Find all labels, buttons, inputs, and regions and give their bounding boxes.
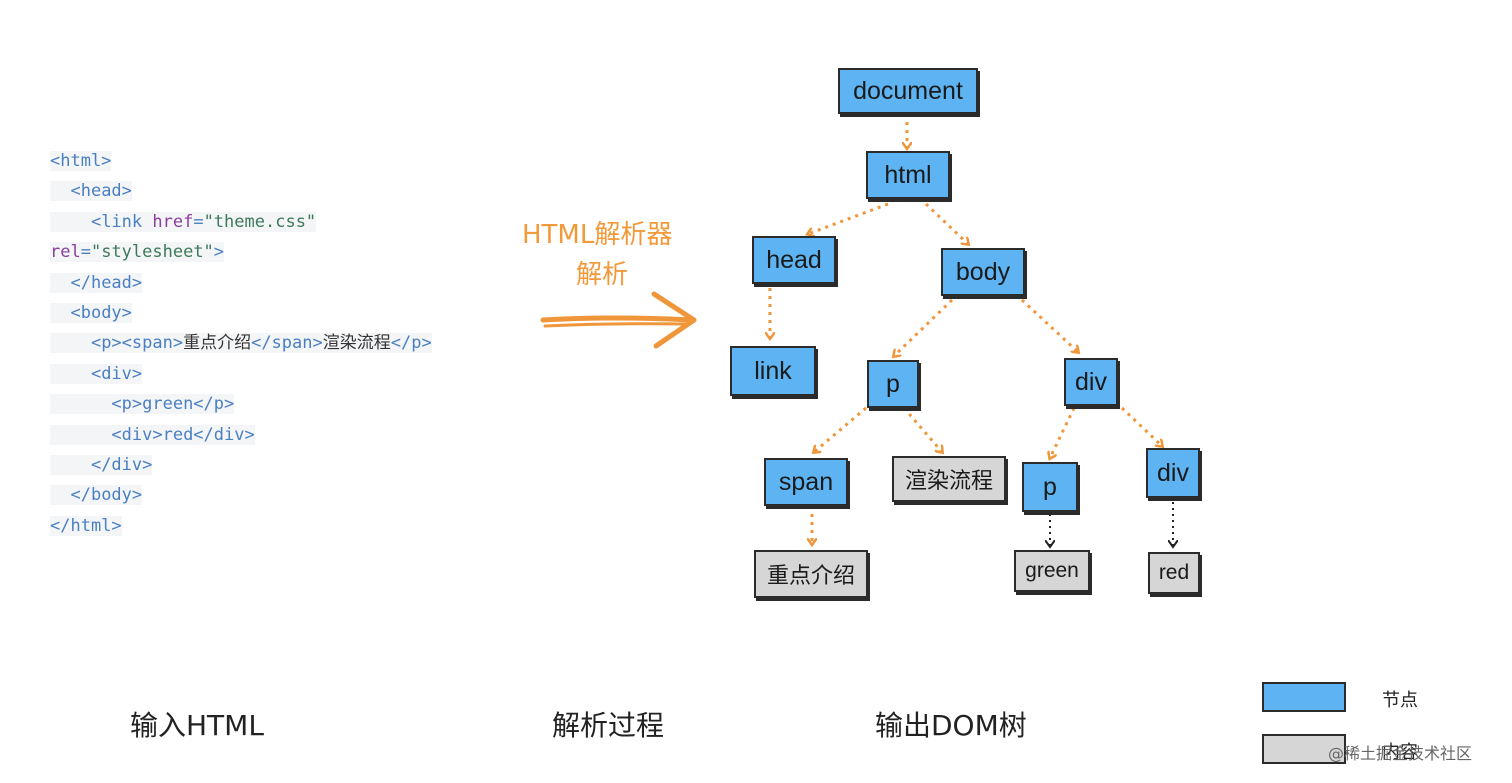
- caption-output-dom: 输出DOM树: [875, 709, 1027, 742]
- code-token: </div>: [90, 454, 153, 475]
- code-line: </div>: [50, 450, 432, 480]
- edge-body-p: [894, 298, 954, 356]
- code-line: <body>: [50, 298, 432, 328]
- code-line: <link href="theme.css": [50, 207, 432, 237]
- parser-label-line2: 解析: [576, 260, 629, 290]
- code-token: </p>: [390, 333, 432, 354]
- node-document: document: [838, 68, 978, 114]
- code-token: "theme.css": [203, 211, 317, 232]
- code-line: <html>: [50, 146, 432, 176]
- parse-arrow: [540, 291, 697, 349]
- code-line: <p>green</p>: [50, 389, 432, 419]
- code-token: </html>: [50, 515, 122, 536]
- node-head: head: [752, 236, 836, 284]
- caption-input-html: 输入HTML: [130, 709, 264, 742]
- code-line: </body>: [50, 480, 432, 510]
- code-token: <link: [90, 211, 153, 232]
- text-node-green: green: [1014, 550, 1090, 592]
- code-token: </span>: [251, 333, 323, 354]
- code-line: </html>: [50, 511, 432, 541]
- code-token: >: [213, 242, 225, 263]
- edge-p-text: [902, 407, 942, 452]
- code-token: "stylesheet": [90, 242, 214, 263]
- edge-html-body: [924, 202, 968, 244]
- node-span: span: [764, 458, 848, 506]
- code-token: </head>: [70, 272, 143, 293]
- code-line: rel="stylesheet">: [50, 237, 432, 267]
- code-token: <div>red</div>: [111, 424, 255, 445]
- code-line: </head>: [50, 268, 432, 298]
- code-token: <html>: [50, 151, 112, 171]
- code-line: <head>: [50, 176, 432, 206]
- parser-label-line1: HTML解析器: [522, 220, 673, 250]
- text-node-render-flow: 渲染流程: [892, 456, 1006, 502]
- node-div: div: [1064, 358, 1118, 406]
- node-p: p: [867, 360, 919, 408]
- code-token: <p>green</p>: [111, 394, 235, 415]
- edge-body-div: [1020, 298, 1078, 352]
- legend-content-swatch: [1262, 734, 1346, 764]
- node-p-green: p: [1022, 462, 1078, 512]
- watermark: @稀土掘金技术社区: [1328, 744, 1473, 763]
- edge-p-span: [814, 406, 867, 452]
- text-node-red: red: [1148, 552, 1200, 594]
- node-body: body: [941, 248, 1025, 296]
- code-token: =: [80, 242, 91, 263]
- code-token: <div>: [90, 363, 143, 384]
- node-div-red: div: [1146, 448, 1200, 498]
- code-token: 渲染流程: [322, 333, 391, 354]
- code-token: <head>: [70, 181, 132, 202]
- code-token: 重点介绍: [183, 333, 252, 354]
- code-token: <body>: [70, 302, 132, 323]
- legend-node-label: 节点: [1382, 690, 1418, 711]
- legend-content-label: 内容: [1382, 742, 1418, 763]
- code-token: =: [193, 211, 204, 232]
- edge-div-p: [1050, 407, 1076, 458]
- code-token: href: [152, 211, 194, 232]
- code-token: <p><span>: [90, 333, 184, 354]
- code-line: <div>red</div>: [50, 420, 432, 450]
- edge-html-head: [808, 202, 889, 234]
- legend-node-swatch: [1262, 682, 1346, 712]
- code-token: rel: [50, 242, 81, 263]
- code-token: </body>: [70, 485, 143, 506]
- html-source-code: <html> <head> <link href="theme.css"rel=…: [50, 146, 432, 541]
- code-line: <p><span>重点介绍</span>渲染流程</p>: [50, 328, 432, 358]
- text-node-intro: 重点介绍: [754, 550, 868, 598]
- caption-parse-process: 解析过程: [552, 709, 665, 742]
- node-html: html: [866, 151, 950, 199]
- code-line: <div>: [50, 359, 432, 389]
- edge-div-div: [1120, 406, 1162, 446]
- node-link: link: [730, 346, 816, 396]
